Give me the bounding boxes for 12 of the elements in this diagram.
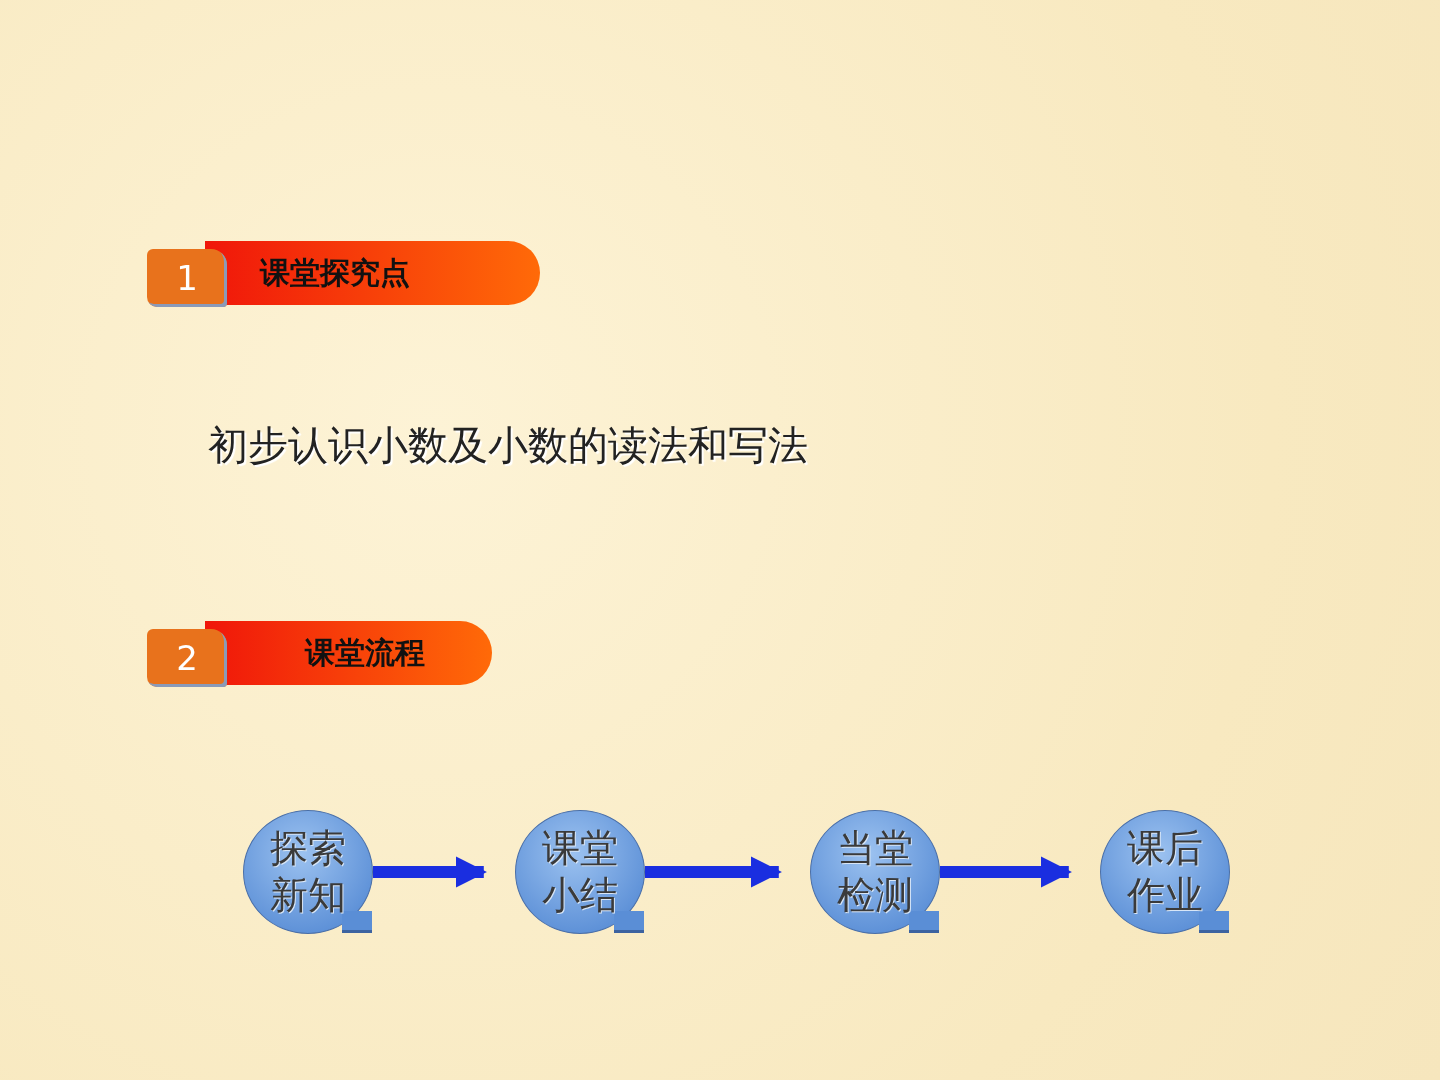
section-title: 课堂探究点 [260, 254, 411, 292]
step-label: 课后作业 [1126, 824, 1204, 919]
section-title: 课堂流程 [305, 634, 426, 672]
step-label: 当堂检测 [836, 824, 914, 919]
number-flag: 1 [147, 249, 227, 307]
step-label: 探索新知 [269, 824, 347, 919]
arrow [373, 856, 487, 888]
number-flag: 2 [147, 629, 227, 687]
topic-text: 初步认识小数及小数的读法和写法 [208, 421, 808, 470]
arrow [940, 856, 1072, 888]
step-label: 课堂小结 [541, 824, 619, 919]
arrow [645, 856, 782, 888]
